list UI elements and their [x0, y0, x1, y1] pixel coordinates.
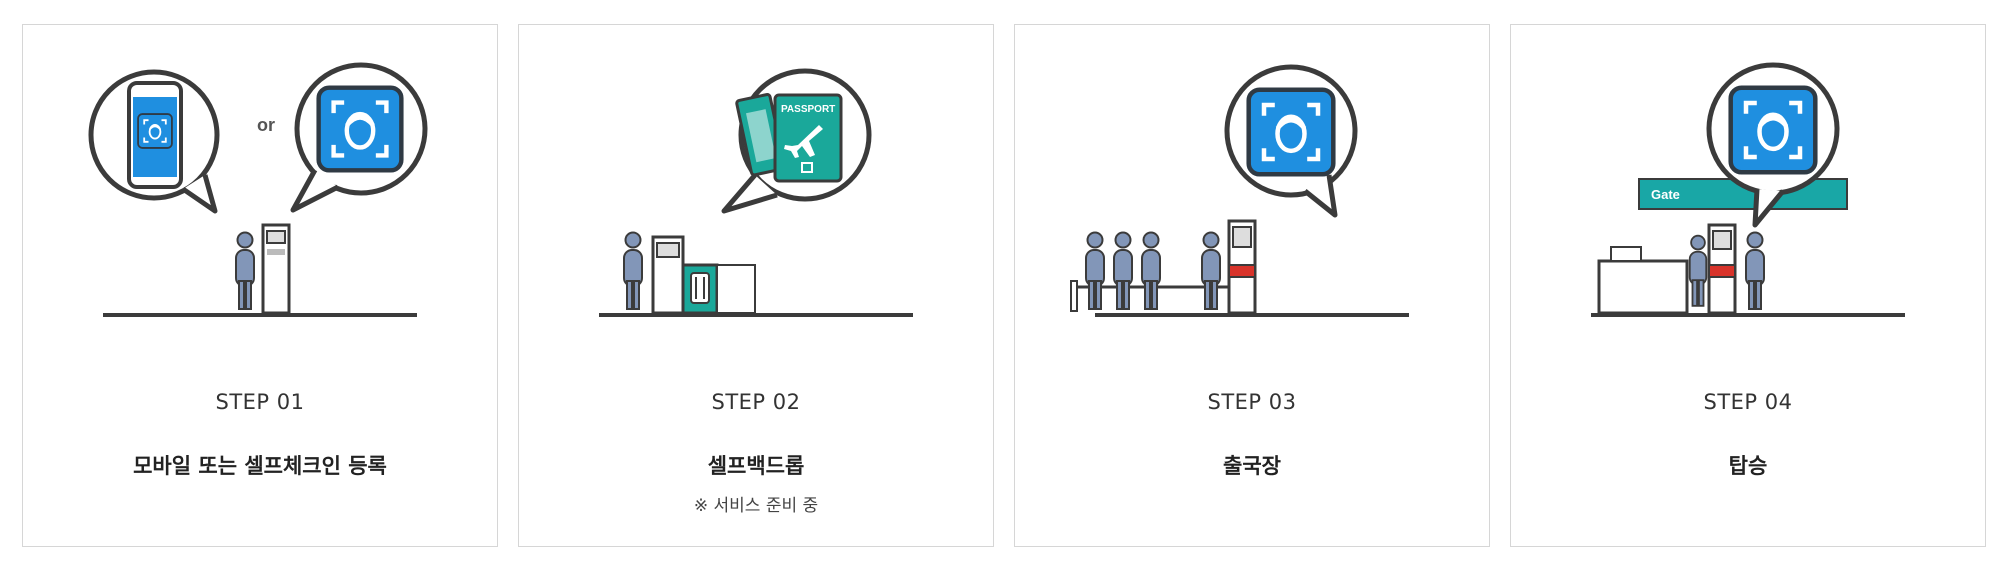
- passenger-icon: [235, 231, 255, 310]
- passport-bubble-icon: PASSPORT: [721, 68, 872, 214]
- step-card-1: or STEP 01 모바일 또는 셀프체크인 등록: [22, 24, 498, 547]
- step-card-2: PASSPORT STEP 02 셀프백드롭 ※ 서비스 준비 중: [518, 24, 994, 547]
- step-number: STEP 03: [1207, 390, 1297, 414]
- step-title: 탑승: [1728, 454, 1768, 478]
- queue-person-icon: [1113, 231, 1133, 310]
- step-title: 모바일 또는 셀프체크인 등록: [133, 454, 387, 478]
- step-card-4: Gate STEP 04 탑승: [1510, 24, 1986, 547]
- step-number: STEP 04: [1703, 390, 1793, 414]
- departure-hall-illustration: [1070, 64, 1409, 317]
- step-title: 출국장: [1223, 454, 1281, 478]
- airplane-icon: [784, 125, 823, 158]
- self-bagdrop-illustration: PASSPORT: [599, 68, 913, 317]
- step-note: ※ 서비스 준비 중: [693, 496, 819, 516]
- boarding-gate-kiosk-icon: [1707, 223, 1737, 315]
- phone-bubble-icon: [88, 69, 220, 214]
- gate-sign: Gate: [1638, 178, 1848, 210]
- passenger-icon: [1745, 231, 1765, 310]
- face-bubble-icon: [1224, 64, 1358, 218]
- boarding-counter-icon: [1597, 246, 1689, 315]
- step-number: STEP 02: [711, 390, 801, 414]
- passenger-icon: [623, 231, 643, 310]
- queue-person-icon: [1141, 231, 1161, 310]
- queue-person-icon: [1085, 231, 1105, 310]
- step-number: STEP 01: [215, 390, 305, 414]
- kiosk-icon: [261, 223, 291, 315]
- bagdrop-machine-icon: [651, 235, 756, 315]
- steps-container: or STEP 01 모바일 또는 셀프체크인 등록: [22, 24, 1986, 547]
- step-title: 셀프백드롭: [707, 454, 805, 478]
- staff-icon: [1688, 234, 1708, 307]
- face-bubble-icon: [290, 62, 428, 213]
- step-card-3: STEP 03 출국장: [1014, 24, 1490, 547]
- mobile-checkin-illustration: or: [88, 62, 428, 317]
- passport-label: PASSPORT: [781, 104, 835, 115]
- face-bubble-icon: [1706, 62, 1840, 228]
- face-gate-kiosk-icon: [1227, 219, 1257, 315]
- boarding-illustration: Gate: [1591, 62, 1905, 317]
- gate-label: Gate: [1651, 187, 1680, 202]
- or-label: or: [257, 115, 275, 135]
- passenger-icon: [1201, 231, 1221, 310]
